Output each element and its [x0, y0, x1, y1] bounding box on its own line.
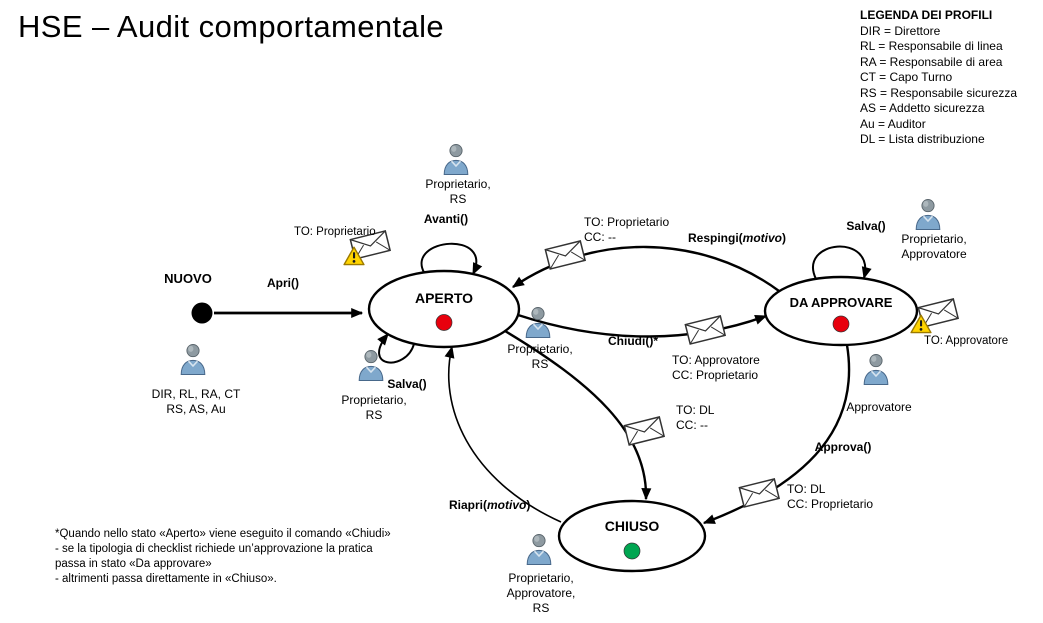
state-da-approvare-shape: [763, 275, 919, 347]
transition-approva-label: Approva(): [814, 440, 872, 454]
legend: LEGENDA DEI PROFILI DIR = Direttore RL =…: [860, 8, 1017, 148]
notification-cc: CC: --: [676, 418, 708, 432]
envelope-icon-chiudi: [683, 313, 727, 345]
state-nuovo-dot: [191, 302, 213, 324]
transition-riapri-arrow: [444, 345, 562, 523]
notification-cc: CC: Proprietario: [787, 497, 874, 511]
state-nuovo-label: NUOVO: [164, 271, 212, 286]
actors-aperto-salva-label: Proprietario, RS: [341, 393, 407, 422]
footnote-line: *Quando nello stato «Aperto» viene esegu…: [55, 528, 391, 540]
actors-da-approvare-top-label: Proprietario, Approvatore: [901, 232, 967, 261]
transition-chiudi-label: Chiudi()*: [608, 334, 658, 348]
transition-apri-label: Apri(): [267, 276, 299, 290]
state-da-approvare-label: DA APPROVARE: [789, 295, 893, 310]
legend-title: LEGENDA DEI PROFILI: [860, 8, 993, 22]
actors-chiuso-label: Proprietario, Approvatore, RS: [506, 571, 576, 615]
actors-nuovo-label: DIR, RL, RA, CT RS, AS, Au: [151, 387, 241, 416]
transition-salva-da-approvare-loop: [812, 245, 872, 280]
footnote: *Quando nello stato «Aperto» viene esegu…: [55, 527, 391, 587]
actors-approvatore-label: Approvatore: [846, 400, 912, 414]
notification-chiudi: TO: Approvatore CC: Proprietario: [672, 353, 760, 383]
envelope-icon-respingi: [543, 238, 587, 270]
transition-chiudi-diretto-arrow: [504, 329, 652, 501]
legend-item: RL = Responsabile di linea: [860, 39, 1003, 53]
legend-item: AS = Addetto sicurezza: [860, 101, 985, 115]
notification-chiuso-direct: TO: DL CC: --: [676, 403, 714, 433]
legend-item: CT = Capo Turno: [860, 70, 953, 84]
state-chiuso-indicator: [623, 542, 641, 560]
person-icon-chiuso: [524, 533, 554, 565]
person-icon-nuovo: [178, 343, 208, 375]
footnote-line: passa in stato «Da approvare»: [55, 558, 212, 570]
transition-approva-arrow: [702, 344, 851, 525]
state-aperto-indicator: [435, 314, 453, 331]
legend-item: Au = Auditor: [860, 116, 926, 131]
legend-item: RS = Responsabile sicurezza: [860, 85, 1018, 100]
notification-cc: CC: Proprietario: [672, 368, 759, 382]
transition-respingi-arrow: [512, 245, 780, 292]
riapri-arg: motivo: [487, 498, 527, 512]
person-icon-aperto-right: [523, 306, 553, 338]
notification-da-approvare-warning-to: TO: Approvatore: [924, 335, 1009, 347]
footnote-line: - altrimenti passa direttamente in «Chiu…: [55, 573, 277, 585]
envelope-icon-chiuso-direct: [622, 414, 666, 446]
legend-item: RA = Responsabile di area: [860, 54, 1003, 69]
notification-to: TO: Proprietario: [584, 215, 670, 229]
notification-to: TO: DL: [787, 482, 826, 496]
transition-avanti-loop: [420, 242, 483, 276]
person-icon-approvatore: [861, 353, 891, 385]
state-chiuso-shape: [557, 499, 707, 573]
person-icon-aperto-top: [441, 143, 471, 175]
notification-to: TO: Approvatore: [672, 353, 760, 367]
state-da-approvare-indicator: [832, 315, 850, 333]
transition-chiudi-arrow: [517, 313, 768, 338]
footnote-line: - se la tipologia di checklist richiede …: [55, 543, 373, 555]
actors-aperto-top-label: Proprietario, RS: [425, 177, 491, 206]
state-chiuso-label: CHIUSO: [604, 518, 660, 534]
state-aperto-label: APERTO: [414, 290, 474, 306]
transition-salva-aperto-label: Salva(): [387, 377, 427, 391]
transition-salva-da-approvare-label: Salva(): [846, 219, 886, 233]
state-aperto-shape: [367, 269, 521, 349]
legend-item: DL = Lista distribuzione: [860, 132, 985, 146]
notification-aperto-warning-to: TO: Proprietario: [294, 226, 376, 238]
warning-icon-aperto: [343, 246, 365, 266]
respingi-arg: motivo: [742, 231, 783, 245]
actors-aperto-right-label: Proprietario, RS: [507, 342, 573, 371]
notification-approva: TO: DL CC: Proprietario: [787, 482, 873, 512]
page-title: HSE – Audit comportamentale: [18, 9, 445, 44]
person-icon-da-approvare-top: [913, 198, 943, 230]
person-icon-aperto-salva: [356, 349, 386, 381]
transition-respingi-label: Respingi(motivo): [688, 231, 787, 245]
warning-icon-da-approvare: [910, 314, 932, 334]
transition-salva-aperto-loop: [377, 333, 415, 364]
notification-respingi: TO: Proprietario CC: --: [584, 215, 669, 245]
envelope-icon-approva: [737, 476, 781, 508]
notification-cc: CC: --: [584, 230, 616, 244]
transition-avanti-label: Avanti(): [423, 212, 469, 226]
legend-item: DIR = Direttore: [860, 23, 941, 38]
notification-to: TO: DL: [676, 403, 715, 417]
transition-riapri-label: Riapri(motivo): [449, 498, 531, 512]
